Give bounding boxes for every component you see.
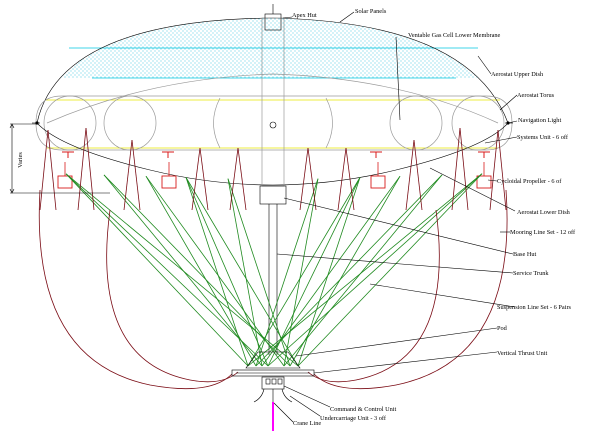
suspension-line	[145, 175, 285, 367]
centre-hub-icon	[269, 121, 277, 129]
mooring-loop	[307, 209, 440, 383]
mooring-line	[405, 139, 415, 211]
mooring-line	[39, 129, 49, 211]
mooring-line	[497, 129, 507, 211]
mooring-line	[337, 147, 347, 211]
propeller-icon	[161, 175, 177, 189]
suspension-line	[255, 178, 319, 367]
mooring-line	[345, 147, 355, 211]
dimension-marker: Varies	[9, 123, 110, 194]
suspension-line	[283, 174, 443, 367]
torus-cells	[43, 95, 505, 151]
systems-units	[62, 151, 490, 158]
command-control-unit	[261, 376, 285, 390]
gas-cell-membrane	[46, 73, 499, 124]
label-mooring: Mooring Line Set - 12 off	[510, 229, 576, 236]
label-suspension: Suspension Line Set - 6 Pairs	[497, 304, 572, 311]
suspension-line	[227, 178, 263, 367]
mooring-line	[459, 127, 469, 211]
mooring-line	[85, 127, 95, 211]
pod	[245, 351, 301, 369]
mooring-line	[451, 127, 461, 211]
mooring-loop	[38, 189, 233, 390]
undercarriage-unit	[253, 388, 293, 403]
propeller-icon	[476, 175, 492, 189]
suspension-line	[145, 175, 257, 367]
suspension-line	[297, 173, 483, 367]
mooring-loop	[106, 209, 239, 383]
vertical-thrust-unit	[231, 369, 315, 377]
label-vertical-thrust: Vertical Thrust Unit	[497, 350, 547, 357]
mooring-line	[413, 139, 423, 211]
dimension-label: Varies	[17, 152, 24, 168]
label-propeller: Cycloidal Propeller - 6 of	[497, 178, 562, 185]
mooring-line	[299, 147, 309, 211]
label-nav-light: Navigation Light	[518, 117, 561, 124]
suspension-line	[65, 173, 249, 367]
label-pod: Pod	[497, 325, 508, 332]
label-lower-dish: Aerostat Lower Dish	[517, 209, 571, 216]
aerostat-torus	[35, 95, 513, 151]
mooring-line	[199, 147, 209, 211]
mooring-line	[489, 129, 499, 211]
label-torus: Aerostat Torus	[517, 92, 555, 99]
mooring-line	[237, 147, 247, 211]
label-systems-unit: Systems Unit - 6 off	[517, 134, 569, 141]
mooring-line	[47, 129, 57, 211]
label-service-trunk: Service Trunk	[513, 270, 549, 277]
label-solar-panels: Solar Panels	[355, 8, 387, 15]
cycloidal-propellers	[57, 162, 492, 189]
suspension-line	[267, 173, 483, 367]
propeller-icon	[57, 175, 73, 189]
label-upper-dish: Aerostat Upper Dish	[491, 71, 544, 78]
suspension-line	[185, 177, 299, 367]
suspension-line	[267, 177, 361, 367]
mooring-line-set	[38, 127, 508, 390]
label-gas-cell: Ventable Gas Cell Lower Membrane	[408, 32, 501, 39]
label-command-control: Command & Control Unit	[330, 406, 397, 413]
suspension-line	[261, 175, 401, 367]
suspension-line	[185, 177, 269, 367]
suspension-line	[227, 178, 291, 367]
suspension-line	[103, 174, 291, 367]
label-apex-hut: Apex Hut	[292, 12, 317, 19]
suspension-line-set	[65, 173, 483, 367]
label-base-hut: Base Hut	[513, 251, 537, 258]
label-crane-line: Crane Line	[293, 420, 321, 427]
solar-panel-area	[37, 18, 508, 78]
mooring-loop	[313, 189, 508, 390]
label-undercarriage: Undercarriage Unit - 3 off	[320, 415, 387, 422]
suspension-line	[283, 178, 319, 367]
central-column	[259, 4, 287, 205]
mooring-line	[77, 127, 87, 211]
mooring-line	[191, 147, 201, 211]
callout-labels: Apex Hut Solar Panels Ventable Gas Cell …	[292, 8, 576, 427]
service-trunk	[268, 204, 278, 355]
suspension-line	[247, 173, 483, 367]
suspension-line	[289, 175, 401, 367]
suspension-line	[255, 174, 443, 367]
suspension-line	[185, 177, 249, 367]
mooring-line	[123, 139, 133, 211]
propeller-icon	[370, 175, 386, 189]
suspension-line	[247, 177, 361, 367]
mooring-line	[131, 139, 141, 211]
leader-lines	[273, 11, 518, 423]
base-hut-icon	[259, 185, 287, 205]
aerostat-lower-dish	[36, 122, 509, 186]
suspension-line	[103, 174, 263, 367]
suspension-line	[65, 173, 269, 367]
mooring-line	[307, 147, 317, 211]
mooring-line	[229, 147, 239, 211]
